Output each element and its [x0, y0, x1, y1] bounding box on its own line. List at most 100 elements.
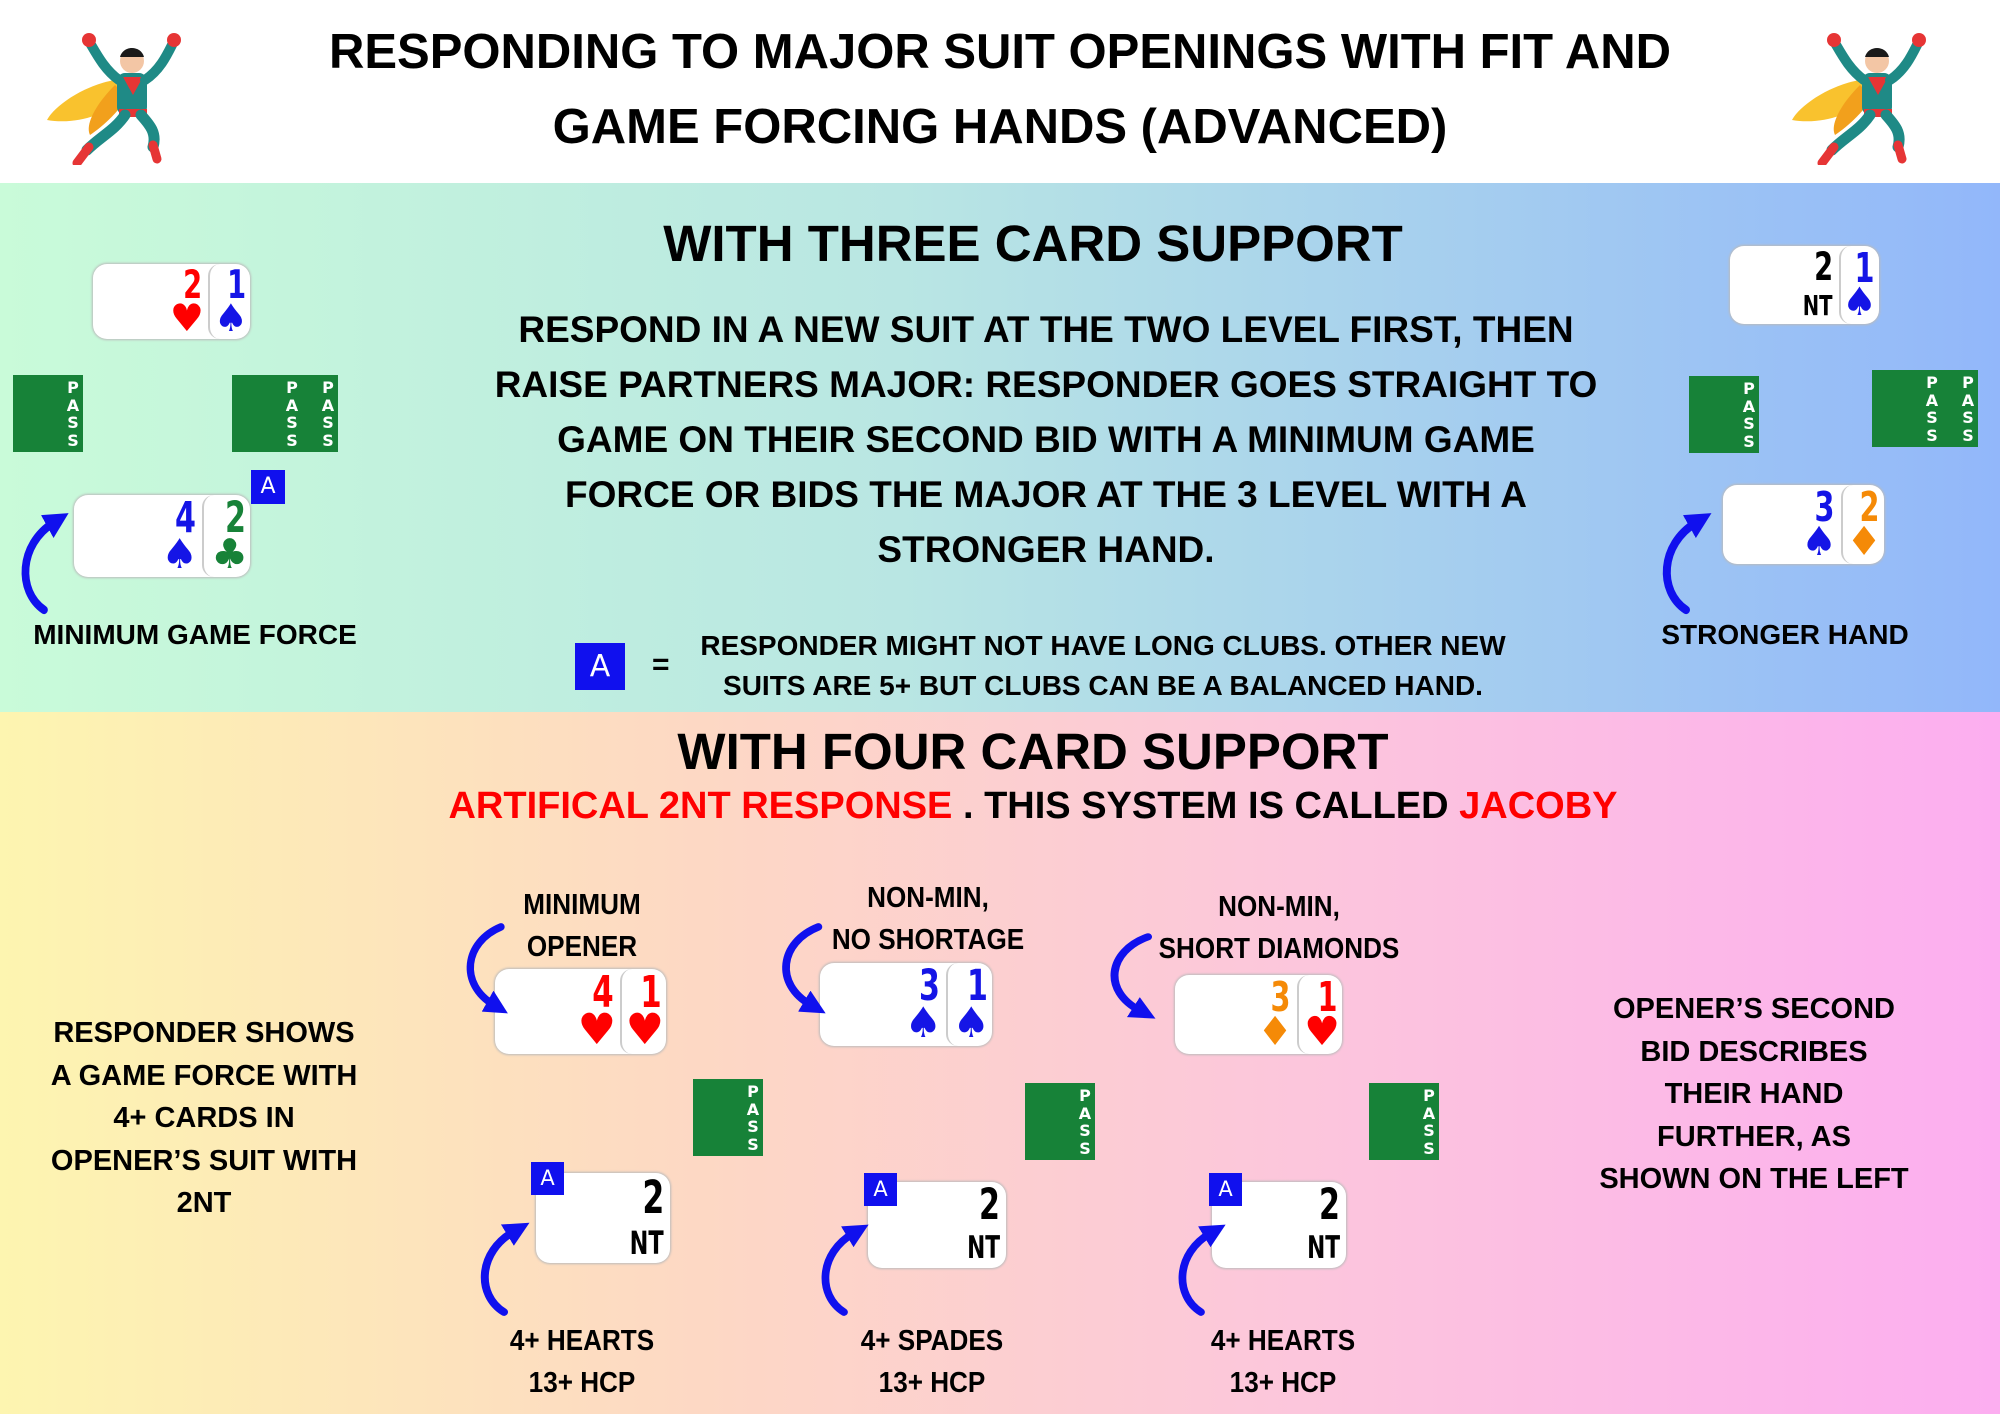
pass-card: PASS: [13, 375, 83, 452]
spade-icon: ♠: [1842, 280, 1877, 324]
notrump-label: NT: [967, 1230, 1000, 1266]
pass-label: PASS: [321, 378, 335, 450]
column-label-line: NON-MIN,: [1218, 891, 1340, 923]
column-label: NON-MIN, SHORT DIAMONDS: [1159, 886, 1400, 970]
column-label-line: SHORT DIAMONDS: [1158, 933, 1400, 965]
bid-rank: 3: [1271, 975, 1291, 1021]
opening-bid-card: 2♥1♠: [93, 264, 250, 339]
heart-icon: ♥: [1304, 1009, 1340, 1054]
curved-arrow-up-icon: [480, 1222, 530, 1316]
curved-arrow-up-icon: [21, 513, 69, 615]
column-label-line: MINIMUM: [523, 889, 641, 921]
pass-label: PASS: [746, 1082, 760, 1154]
alert-badge: A: [1209, 1173, 1242, 1206]
subtitle-jacoby: JACOBY: [1459, 785, 1618, 827]
bid-card: 1♥: [620, 969, 666, 1054]
bid-card: 2♣: [202, 495, 250, 577]
spade-icon: ♠: [904, 998, 942, 1046]
response-bid-card: 3♠2♦: [1723, 485, 1884, 564]
column-bottom-line: 4+ HEARTS: [509, 1325, 655, 1357]
bid-rank: 2: [1319, 1182, 1340, 1230]
bid-rank: 2: [225, 495, 246, 543]
opener-explanation: OPENER’S SECOND BID DESCRIBES THEIR HAND…: [1599, 988, 1908, 1201]
column-label: NON-MIN,NO SHORTAGE: [832, 877, 1024, 961]
page-title-line-2: GAME FORCING HANDS (ADVANCED): [552, 100, 1448, 154]
response-bid-card: 4♠2♣: [74, 495, 250, 577]
four-card-support-section: [0, 712, 2000, 1414]
alert-badge: A: [531, 1162, 564, 1195]
curved-arrow-down-icon: [466, 923, 508, 1014]
bid-rank: 2: [1860, 485, 1880, 531]
spade-icon: ♠: [1801, 519, 1837, 564]
bid-rank: 1: [967, 963, 988, 1011]
bid-card: 1♥: [1297, 975, 1342, 1054]
legend-text: RESPONDER MIGHT NOT HAVE LONG CLUBS. OTH…: [700, 626, 1505, 706]
bid-card: 1♠: [208, 264, 250, 339]
bid-card: 4♠: [74, 495, 202, 577]
three-card-heading: WITH THREE CARD SUPPORT: [663, 215, 1403, 272]
alert-badge: A: [251, 470, 285, 504]
pass-label: PASS: [66, 378, 80, 450]
pass-card: PASS: [232, 375, 302, 452]
bid-card: 2♦: [1841, 485, 1884, 564]
superhero-icon: [1792, 33, 1926, 165]
bid-rank: 1: [1855, 246, 1875, 292]
bid-card: 1♠: [946, 963, 992, 1046]
pass-label: PASS: [1925, 373, 1939, 445]
spade-icon: ♠: [952, 998, 990, 1046]
pass-card: PASS: [1689, 376, 1759, 453]
curved-arrow-up-icon: [1662, 513, 1712, 615]
opener-rebid-card: 4♥1♥: [495, 969, 666, 1054]
four-card-subtitle: ARTIFICAL 2NT RESPONSE . THIS SYSTEM IS …: [448, 785, 1617, 828]
column-bottom-line: 13+ HCP: [878, 1367, 986, 1399]
bid-rank: 1: [1318, 975, 1338, 1021]
description-line: STRONGER HAND.: [877, 529, 1215, 570]
pass-card: PASS: [1872, 370, 1942, 447]
diamond-icon: ♦: [1846, 519, 1882, 564]
explanation-line: RESPONDER SHOWS: [53, 1017, 355, 1049]
explanation-line: OPENER’S SECOND: [1612, 993, 1895, 1025]
pass-label: PASS: [1422, 1086, 1436, 1158]
pass-card: PASS: [302, 375, 338, 452]
pass-card: PASS: [1942, 370, 1978, 447]
bid-rank: 2: [1814, 246, 1833, 290]
explanation-line: FURTHER, AS: [1657, 1120, 1851, 1153]
pass-label: PASS: [285, 378, 299, 450]
pass-card: PASS: [1369, 1083, 1439, 1160]
subtitle-artificial-2nt: ARTIFICAL 2NT RESPONSE: [448, 785, 953, 827]
three-card-description: RESPOND IN A NEW SUIT AT THE TWO LEVEL F…: [495, 302, 1598, 577]
page-title-line-1: RESPONDING TO MAJOR SUIT OPENINGS WITH F…: [328, 25, 1672, 79]
pass-label: PASS: [1078, 1086, 1092, 1158]
curved-arrow-down-icon: [782, 923, 826, 1014]
bid-card: 3♦: [1175, 975, 1297, 1054]
diamond-icon: ♦: [1257, 1009, 1293, 1054]
superhero-icon: [47, 33, 181, 165]
bid-rank: 1: [227, 264, 246, 308]
column-label-line: NON-MIN,: [867, 882, 989, 914]
stronger-hand-label: STRONGER HAND: [1661, 619, 1909, 650]
responder-explanation: RESPONDER SHOWS A GAME FORCE WITH 4+ CAR…: [51, 1012, 358, 1225]
pass-label: PASS: [1961, 373, 1975, 445]
explanation-line: 2NT: [176, 1187, 232, 1219]
heart-icon: ♥: [169, 296, 204, 339]
bid-rank: 1: [640, 969, 662, 1018]
bid-rank: 3: [919, 963, 940, 1011]
bid-card: 2♥: [93, 264, 208, 339]
notrump-label: NT: [629, 1224, 664, 1262]
bid-rank: 2: [183, 264, 202, 308]
heart-icon: ♥: [577, 1005, 616, 1054]
four-card-heading: WITH FOUR CARD SUPPORT: [677, 723, 1389, 780]
spade-icon: ♠: [213, 296, 248, 339]
legend-equals: =: [652, 648, 670, 681]
explanation-line: BID DESCRIBES: [1640, 1035, 1868, 1068]
bid-card: 1♠: [1839, 246, 1879, 324]
description-line: FORCE OR BIDS THE MAJOR AT THE 3 LEVEL W…: [564, 474, 1528, 515]
spade-icon: ♠: [161, 530, 198, 577]
description-line: RESPOND IN A NEW SUIT AT THE TWO LEVEL F…: [518, 309, 1574, 350]
